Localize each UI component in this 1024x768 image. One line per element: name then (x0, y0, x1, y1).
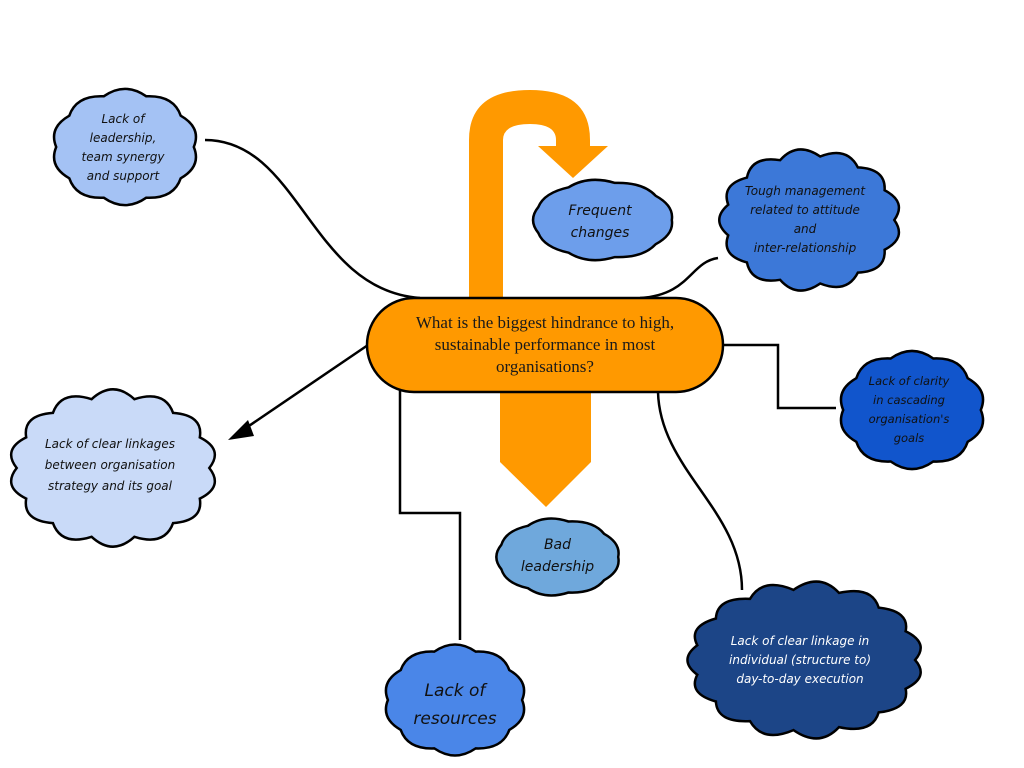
cloud-shape-frequent-changes[interactable] (531, 178, 674, 262)
central-topic-shape[interactable] (365, 296, 725, 394)
u-turn-arrow (469, 90, 608, 298)
connector-leadership-synergy (204, 138, 421, 300)
cloud-shape-bad-leadership[interactable] (495, 517, 620, 597)
connector-linkage-execution (656, 391, 744, 591)
cloud-shape-tough-management[interactable] (718, 148, 901, 292)
connector-clarity-cascading (722, 343, 836, 410)
arrowhead-icon (228, 420, 254, 440)
block-arrow-down (500, 392, 591, 507)
cloud-shape-linkage-execution[interactable] (686, 580, 922, 740)
connector-linkages-strategy (239, 343, 369, 434)
cloud-shape-linkages-strategy[interactable] (9, 388, 217, 548)
cloud-shape-clarity-cascading[interactable] (839, 349, 985, 471)
central-topic[interactable]: What is the biggest hindrance to high, s… (415, 313, 675, 376)
cloud-shape-resources[interactable] (384, 643, 526, 757)
cloud-shape-leadership-synergy[interactable] (52, 87, 198, 207)
connector-resources (398, 390, 462, 640)
connector-tough-management (639, 256, 719, 300)
